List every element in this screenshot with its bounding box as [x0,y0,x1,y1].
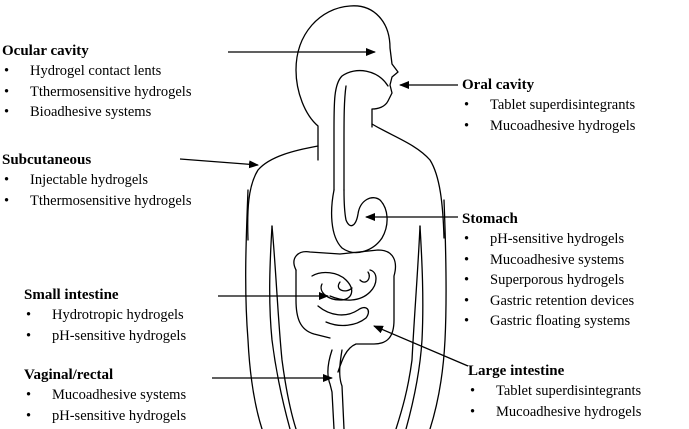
left-arm-inner [269,225,291,429]
list-item: pH-sensitive hydrogels [24,406,186,427]
list-item: Tablet superdisintegrants [462,95,635,116]
group-title: Oral cavity [462,77,535,93]
small-intestine-coils [311,269,377,327]
right-arm-inner [405,225,424,429]
group-title: Stomach [462,211,518,227]
list-item: pH-sensitive hydrogels [24,326,186,347]
stomach-group: Stomach pH-sensitive hydrogels Mucoadhes… [462,209,634,332]
torso-left-side [271,225,297,429]
arrow-large-intestine [373,325,469,367]
list-item: Tthermosensitive hydrogels [2,82,191,103]
ocular-cavity-group: Ocular cavity Hydrogel contact lents Tth… [2,41,191,123]
list-item: Mucoadhesive hydrogels [462,116,635,137]
right-shoulder-outline [371,123,445,239]
large-intestine-left [295,269,331,339]
small-intestine-group: Small intestine Hydrotropic hydrogels pH… [24,285,186,346]
list-item: pH-sensitive hydrogels [462,229,634,250]
right-arm-outline [429,199,447,429]
oral-cavity-group: Oral cavity Tablet superdisintegrants Mu… [462,75,635,136]
rectum [327,349,345,429]
list-item: Gastric floating systems [462,311,634,332]
left-shoulder-outline [247,145,319,241]
group-title: Large intestine [468,363,565,379]
arrow-subcutaneous [179,158,259,169]
list-item: Tablet superdisintegrants [468,381,641,402]
large-intestine-outline [293,249,397,373]
stomach-outline [330,189,388,254]
list-item: Mucoadhesive systems [24,385,186,406]
vaginal-rectal-group: Vaginal/rectal Mucoadhesive systems pH-s… [24,365,186,426]
head-outline [295,5,399,161]
torso-right-side [395,225,421,429]
group-title: Small intestine [24,287,119,303]
list-item: Mucoadhesive hydrogels [468,402,641,423]
group-title: Subcutaneous [2,152,92,168]
list-item: Mucoadhesive systems [462,250,634,271]
subcutaneous-group: Subcutaneous Injectable hydrogels Ttherm… [2,150,191,211]
list-item: Gastric retention devices [462,291,634,312]
large-intestine-group: Large intestine Tablet superdisintegrant… [468,361,641,422]
list-item: Hydrogel contact lents [2,61,191,82]
group-title: Ocular cavity [2,43,89,59]
list-item: Hydrotropic hydrogels [24,305,186,326]
group-title: Vaginal/rectal [24,367,114,383]
list-item: Injectable hydrogels [2,170,191,191]
list-item: Tthermosensitive hydrogels [2,191,191,212]
list-item: Bioadhesive systems [2,102,191,123]
list-item: Superporous hydrogels [462,270,634,291]
esophagus [333,69,389,191]
left-arm-outline [245,189,263,429]
